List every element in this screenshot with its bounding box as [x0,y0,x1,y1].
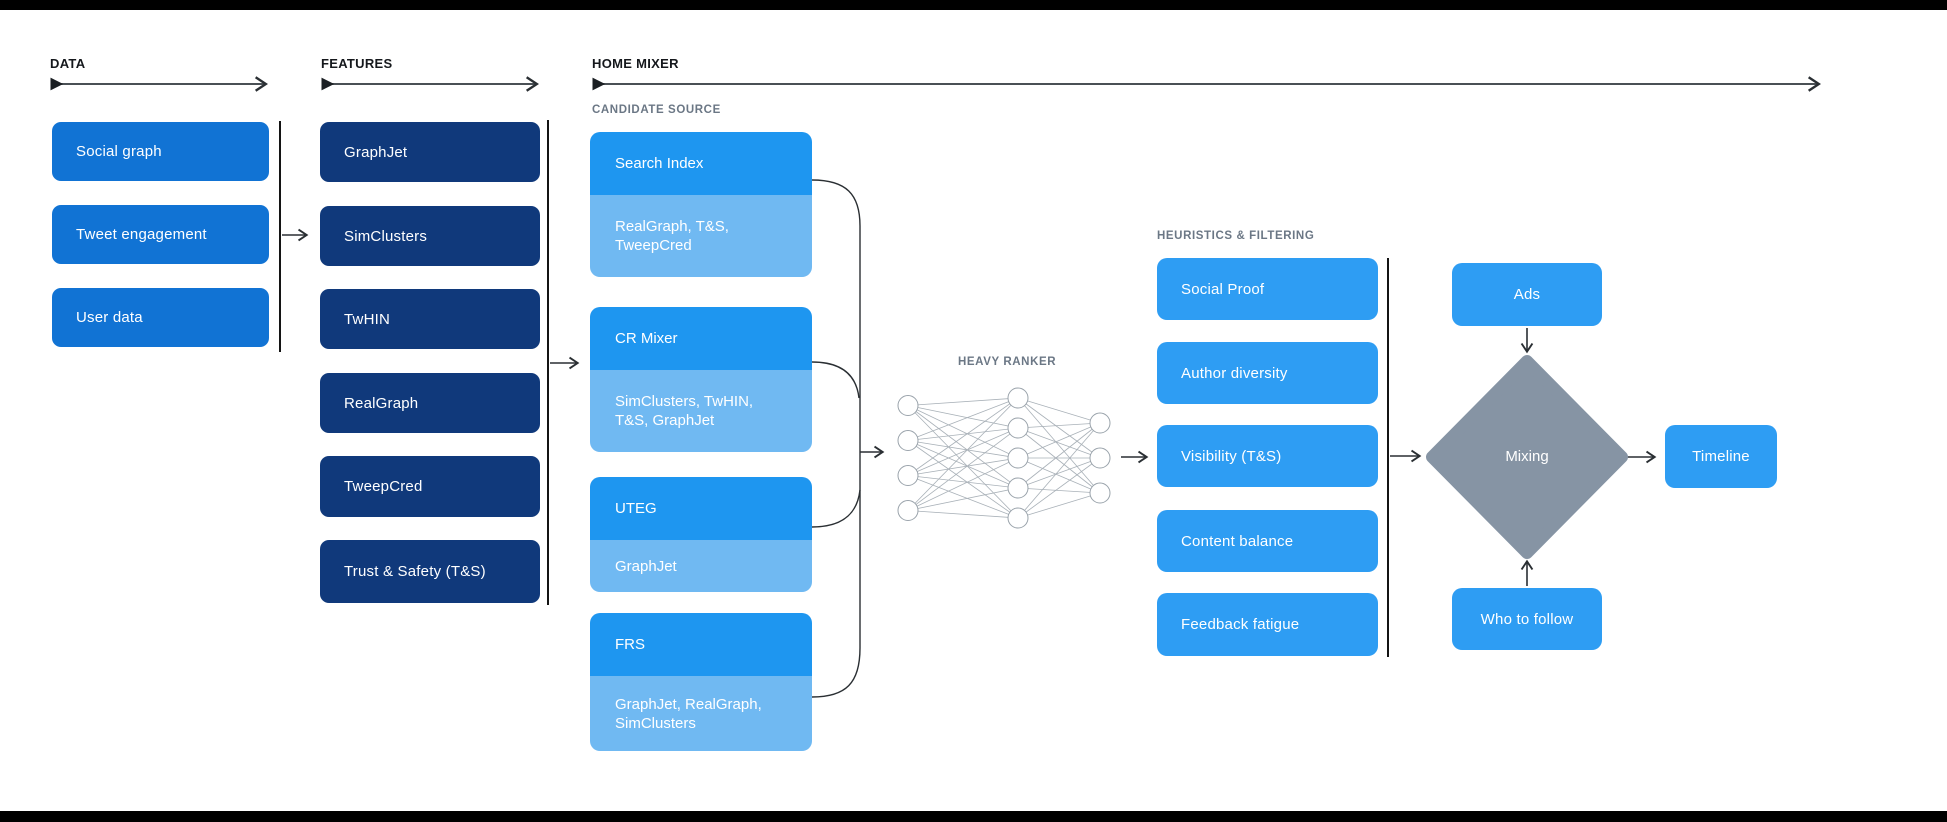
box-label: SimClusters [344,227,428,245]
box-label: Social graph [76,143,162,160]
candidate-sub: GraphJet, RealGraph, SimClusters [590,676,812,751]
box-label: GraphJet [344,143,408,161]
candidate-sub-label: SimClusters, TwHIN, T&S, GraphJet [615,393,754,429]
candidate-box-search-index: Search Index RealGraph, T&S, TweepCred [590,132,812,277]
network-node [897,430,919,451]
candidate-box-uteg: UTEG GraphJet [590,477,812,592]
network-node [1007,477,1029,499]
candidate-title: FRS [590,613,812,676]
box-label: Who to follow [1480,610,1574,628]
candidate-title-label: UTEG [615,500,657,517]
network-node [1007,387,1029,409]
who-to-follow-box: Who to follow [1452,588,1602,650]
box-label: TweepCred [344,478,423,495]
column-dividers [279,120,1389,657]
network-node [1007,417,1029,439]
heuristics-filtering-label: HEURISTICS & FILTERING [1157,230,1315,242]
ads-box: Ads [1452,263,1602,326]
heavy-ranker-label: HEAVY RANKER [958,356,1057,368]
feature-box-simclusters: SimClusters [320,206,540,266]
feature-box-tweepcred: TweepCred [320,456,540,517]
box-label: Timeline [1692,448,1750,465]
box-label: Ads [1513,286,1541,303]
data-box-user-data: User data [52,288,269,347]
heuristic-box-author-diversity: Author diversity [1157,342,1378,404]
heuristic-box-visibility: Visibility (T&S) [1157,425,1378,487]
network-node [897,500,919,521]
candidate-box-frs: FRS GraphJet, RealGraph, SimClusters [590,613,812,751]
network-node [1007,447,1029,469]
candidate-sub: RealGraph, T&S, TweepCred [590,195,812,277]
network-node [1089,447,1111,469]
box-label: Tweet engagement [76,226,207,243]
data-box-tweet-engagement: Tweet engagement [52,205,269,264]
candidate-sub-label: GraphJet, RealGraph, SimClusters [615,695,762,732]
network-node [897,465,919,486]
candidate-box-cr-mixer: CR Mixer SimClusters, TwHIN, T&S, GraphJ… [590,307,812,452]
data-box-social-graph: Social graph [52,122,269,181]
feature-box-trust-safety: Trust & Safety (T&S) [320,540,540,603]
box-label: TwHIN [344,310,390,328]
bottom-black-bar [0,811,1947,822]
home-mixer-section-title: HOME MIXER [592,56,679,71]
box-label: Content balance [1181,532,1294,550]
mixing-diamond [1426,355,1628,559]
candidate-sub: GraphJet [590,540,812,592]
box-label: Visibility (T&S) [1181,447,1282,465]
mixing-label: Mixing [1505,448,1549,465]
box-label: Trust & Safety (T&S) [344,563,486,580]
candidate-sub: SimClusters, TwHIN, T&S, GraphJet [590,370,812,452]
network-node [1089,412,1111,434]
box-label: Author diversity [1181,364,1288,382]
candidate-source-label: CANDIDATE SOURCE [592,104,721,116]
connector-arrows [282,228,1657,586]
heuristic-box-social-proof: Social Proof [1157,258,1378,320]
feature-box-realgraph: RealGraph [320,373,540,433]
candidate-title: UTEG [590,477,812,540]
box-label: Social Proof [1181,280,1265,298]
heuristic-box-content-balance: Content balance [1157,510,1378,572]
feature-box-graphjet: GraphJet [320,122,540,182]
candidate-sub-label: RealGraph, T&S, TweepCred [615,218,729,254]
timeline-box: Timeline [1665,425,1777,488]
candidate-collector-curves [811,179,861,698]
candidate-title: CR Mixer [590,307,812,370]
candidate-title: Search Index [590,132,812,195]
box-label: RealGraph [344,394,419,412]
neural-network [897,387,1111,529]
network-node [1089,482,1111,504]
candidate-title-label: Search Index [615,155,704,172]
candidate-title-label: CR Mixer [615,330,678,347]
heuristic-box-feedback-fatigue: Feedback fatigue [1157,593,1378,656]
candidate-title-label: FRS [615,636,645,653]
box-label: User data [76,309,143,326]
candidate-sub-label: GraphJet [615,557,677,575]
network-node [897,395,919,416]
network-node [1007,507,1029,529]
feature-box-twhin: TwHIN [320,289,540,349]
box-label: Feedback fatigue [1181,616,1300,633]
top-black-bar [0,0,1947,10]
features-section-title: FEATURES [321,56,393,71]
data-section-title: DATA [50,56,86,71]
